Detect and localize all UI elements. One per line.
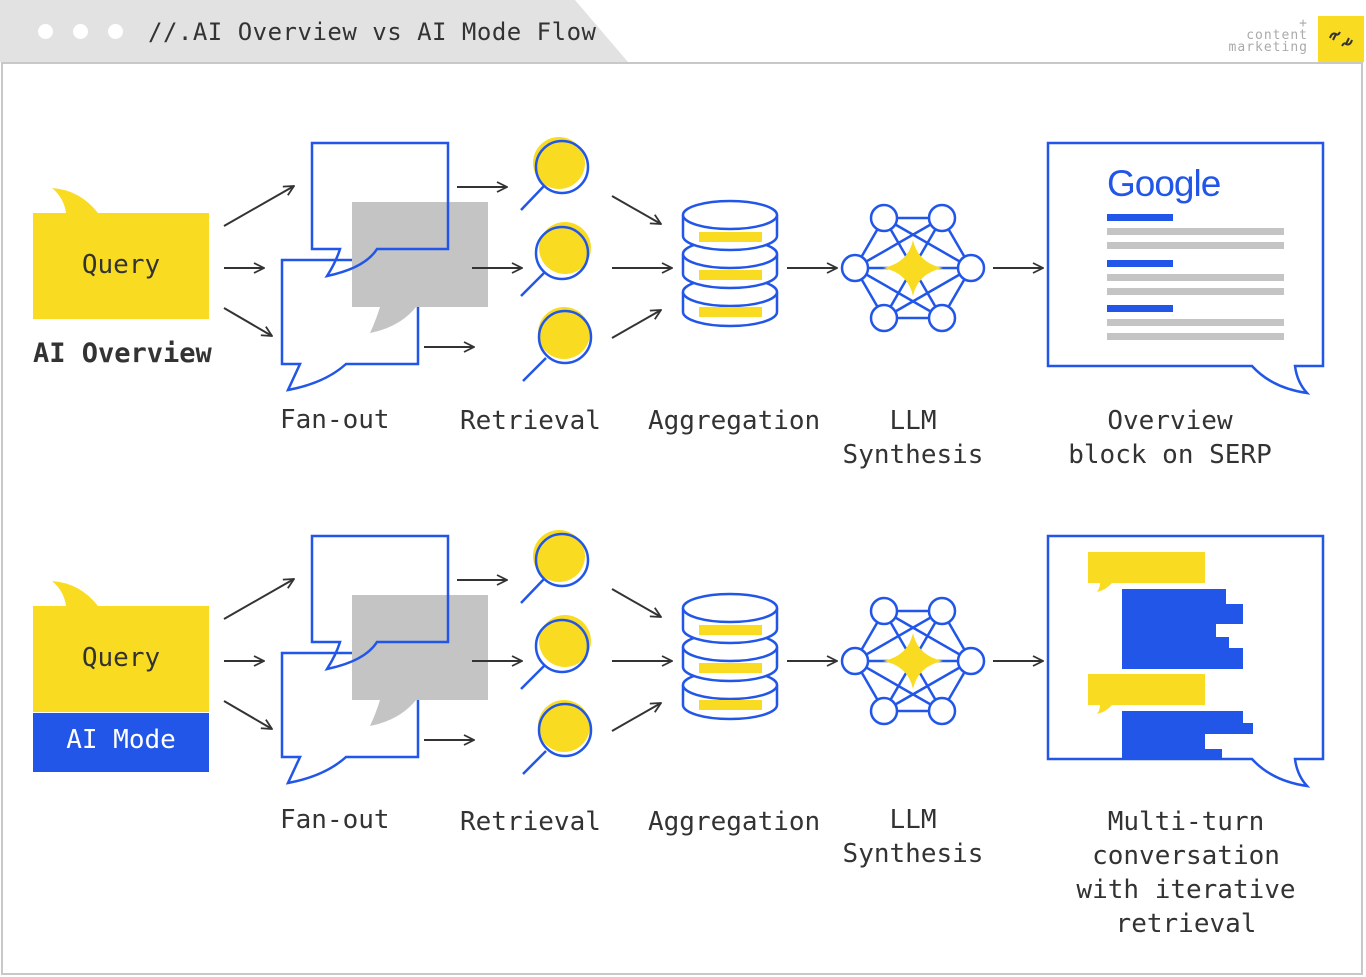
step-label-aggregation: Aggregation [648,406,821,436]
label-line: Overview [1107,406,1233,436]
output-bubble [1046,141,1325,395]
window-controls [38,24,123,39]
step-label-output: Multi-turn conversation with iterative r… [1046,805,1326,941]
serp-page-icon [1107,214,1284,340]
row-ai-overview [33,137,1325,395]
window-dot-1[interactable] [38,24,53,39]
google-logo: Google [1107,163,1221,204]
step-label-fanout: Fan-out [280,405,390,435]
step-label-retrieval: Retrieval [460,807,601,837]
brand-text: + content marketing [1228,16,1308,55]
brand-line2: marketing [1228,40,1308,55]
arrows-retrieval-to-aggregation [611,195,672,339]
magnifier-icon [520,137,590,211]
row-title-ai-mode: AI Mode [66,725,176,755]
arrows-query-to-fanout [223,186,294,336]
window-dot-3[interactable] [108,24,123,39]
label-line: LLM [889,406,937,436]
magnifier-icon [522,307,593,382]
label-line: Synthesis [842,839,984,869]
query-label: Query [81,643,161,673]
label-line: LLM [889,805,937,835]
label-line: Multi-turn [1107,807,1265,837]
step-label-aggregation: Aggregation [648,807,821,837]
label-line: block on SERP [1068,440,1272,470]
window-title: //.AI Overview vs AI Mode Flow [148,18,597,46]
window-titlebar: //.AI Overview vs AI Mode Flow + content… [0,0,1366,64]
arrows-fanout-to-retrieval [424,187,522,347]
content-frame [1,62,1363,975]
ai-mode-badge [33,713,209,772]
query-label: Query [81,250,161,280]
database-icon [681,199,779,328]
step-label-output: Overview block on SERP [1050,404,1290,472]
window-dot-2[interactable] [73,24,88,39]
chat-conversation-icon [1088,552,1253,758]
label-line: Synthesis [842,440,984,470]
row-title-ai-overview: AI Overview [33,338,212,369]
brackets-logo-icon [1318,16,1364,62]
neural-network-icon [840,203,986,333]
step-label-fanout: Fan-out [280,805,390,835]
brand-plus: + [1299,16,1308,31]
label-line: retrieval [1115,909,1257,939]
query-bubble [33,188,209,319]
step-label-llm: LLM Synthesis [833,803,993,871]
label-line: conversation [1092,841,1280,871]
step-label-retrieval: Retrieval [460,406,601,436]
magnifier-icon [520,222,591,297]
speech-bubbles-icon [280,141,488,392]
title-tab [0,0,628,62]
brand-line1: content [1246,28,1308,43]
label-line: with iterative [1076,875,1296,905]
step-label-llm: LLM Synthesis [833,404,993,472]
